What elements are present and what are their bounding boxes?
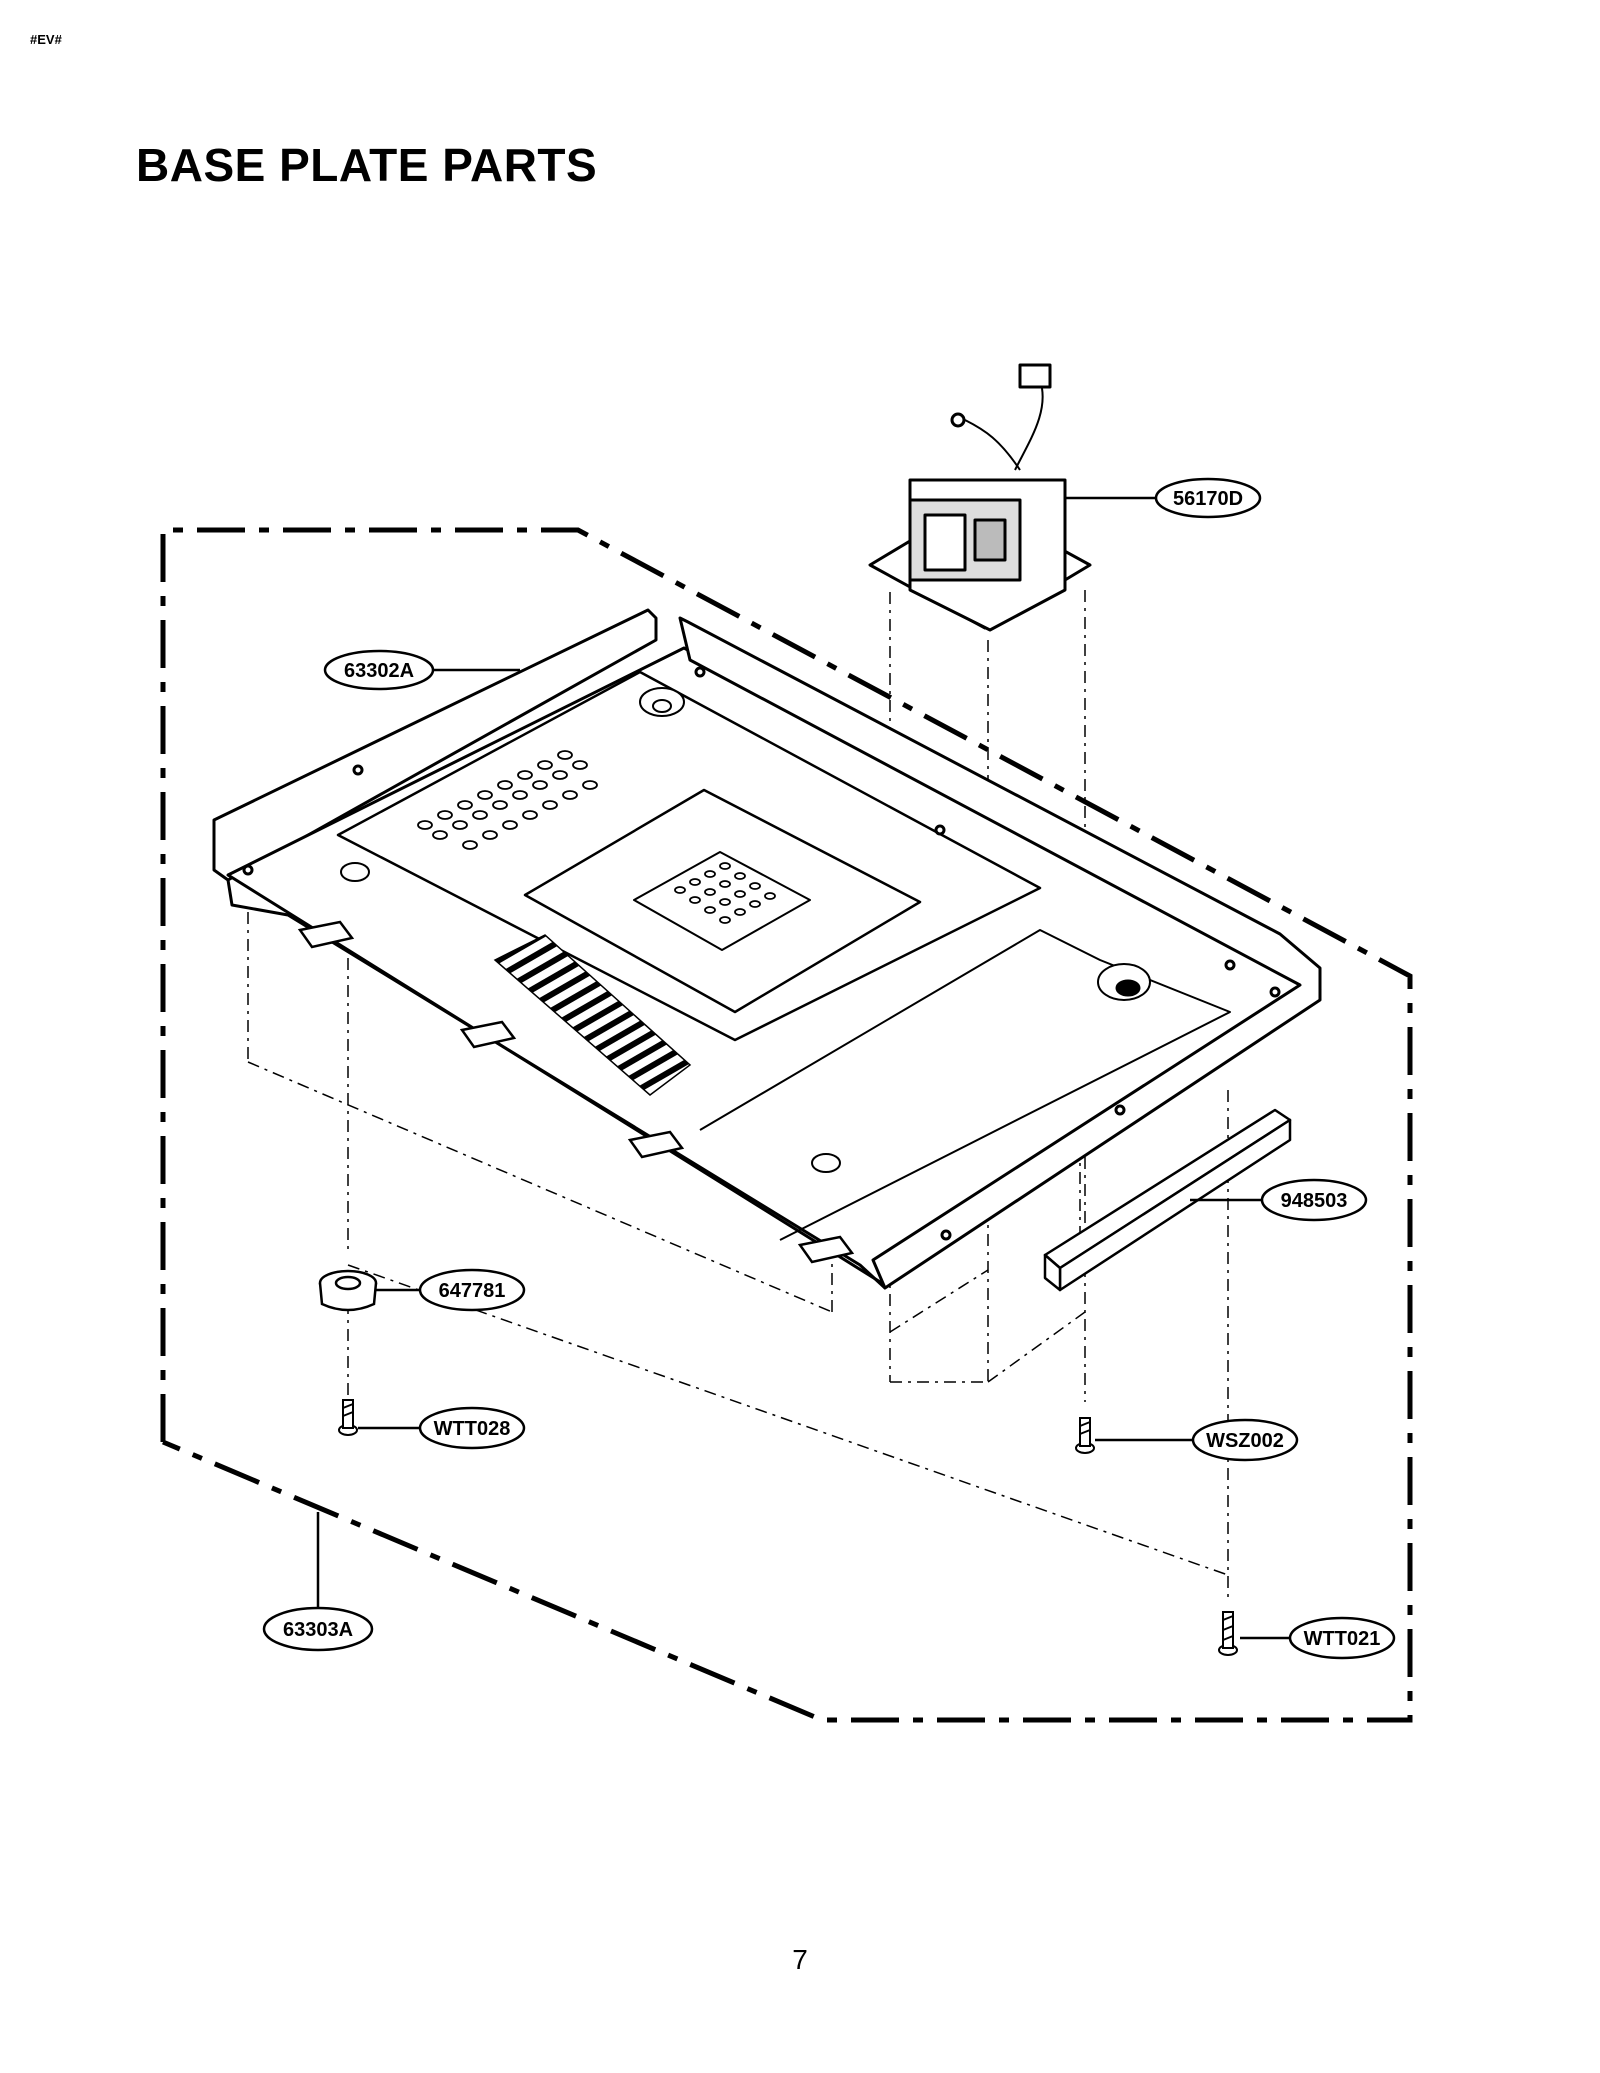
callout-948503: 948503 [1260, 1178, 1368, 1222]
front-vent-slats [493, 934, 692, 1096]
svg-text:WTT028: WTT028 [434, 1418, 511, 1440]
transformer [868, 363, 1092, 632]
svg-text:63302A: 63302A [344, 660, 414, 682]
callout-WTT021: WTT021 [1288, 1616, 1396, 1660]
callout-leaders [316, 496, 1290, 1640]
svg-text:63303A: 63303A [283, 1619, 353, 1641]
callout-63303A: 63303A [262, 1606, 374, 1652]
screw-wtt028 [338, 1399, 358, 1436]
plate-tabs [297, 920, 855, 1264]
screw-wtt021 [1218, 1611, 1238, 1656]
svg-text:WSZ002: WSZ002 [1206, 1430, 1284, 1452]
svg-text:647781: 647781 [439, 1280, 506, 1302]
svg-text:56170D: 56170D [1173, 488, 1243, 510]
document-marker: #EV# [30, 32, 62, 47]
callout-WTT028: WTT028 [418, 1406, 526, 1450]
callout-647781: 647781 [418, 1268, 526, 1312]
callout-56170D: 56170D [1154, 477, 1262, 519]
page-number: 7 [792, 1944, 808, 1975]
page-title: BASE PLATE PARTS [136, 139, 598, 191]
foam-strip [1043, 1108, 1292, 1292]
rubber-foot [318, 1269, 378, 1312]
svg-text:WTT021: WTT021 [1304, 1628, 1381, 1650]
screw-wsz002 [1075, 1417, 1095, 1454]
svg-text:948503: 948503 [1281, 1190, 1348, 1212]
assembly-boundary [160, 527, 1413, 1723]
callout-63302A: 63302A [323, 649, 435, 691]
vent-holes [417, 750, 776, 924]
callout-WSZ002: WSZ002 [1191, 1418, 1299, 1462]
